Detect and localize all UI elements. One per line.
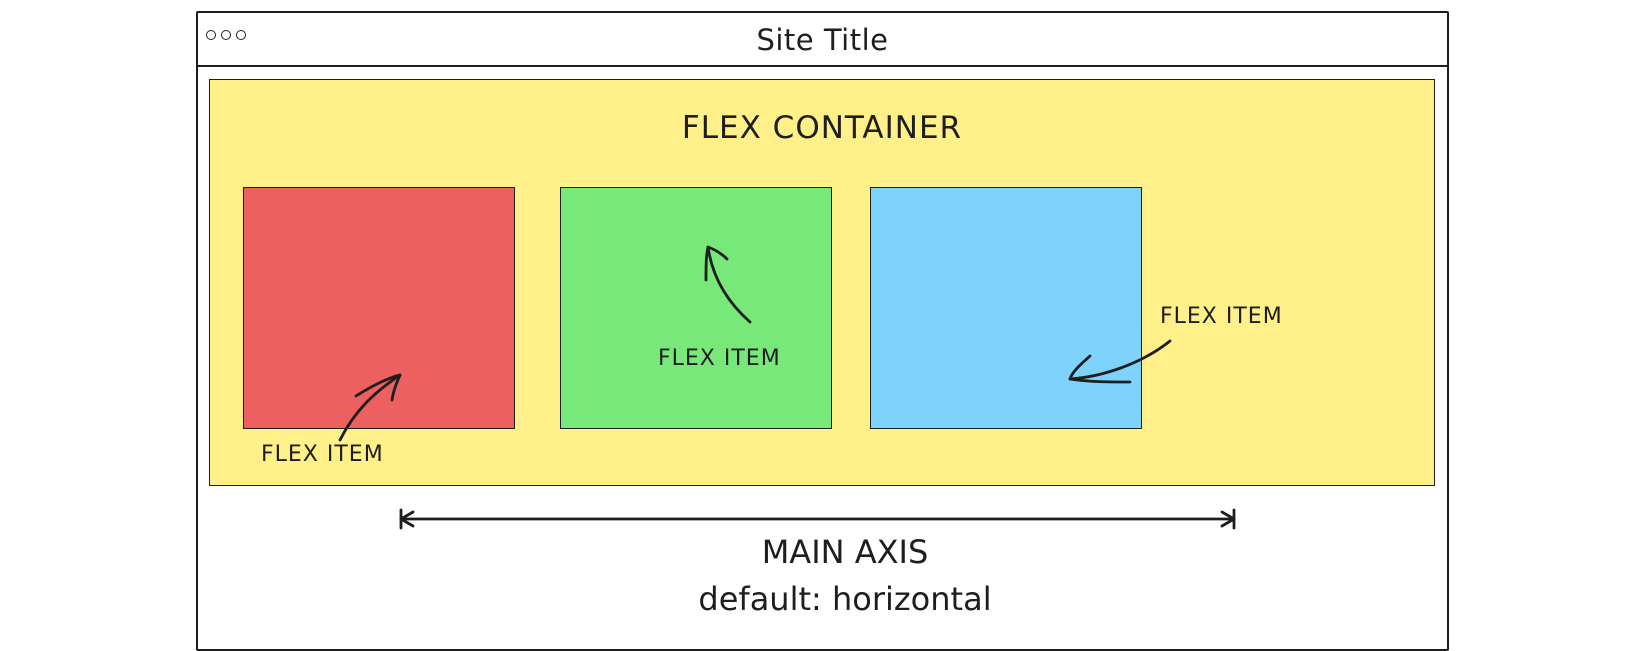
main-axis-title: MAIN AXIS (761, 533, 929, 571)
flex-item-annotation-2: FLEX ITEM (658, 346, 781, 371)
site-title: Site Title (756, 23, 889, 57)
title-bar: Site Title (198, 13, 1447, 67)
flex-item-annotation-3: FLEX ITEM (1160, 304, 1283, 329)
flex-container-label: FLEX CONTAINER (681, 110, 963, 146)
flex-item-green (560, 187, 832, 429)
window-control-dot-icon[interactable] (206, 30, 216, 40)
window-control-dot-icon[interactable] (236, 30, 246, 40)
window-control-dot-icon[interactable] (221, 30, 231, 40)
flex-item-annotation-1: FLEX ITEM (261, 442, 384, 467)
flex-item-red (243, 187, 515, 429)
main-axis-subtitle: default: horizontal (698, 580, 992, 618)
window-controls (206, 30, 246, 40)
flex-item-blue (870, 187, 1142, 429)
